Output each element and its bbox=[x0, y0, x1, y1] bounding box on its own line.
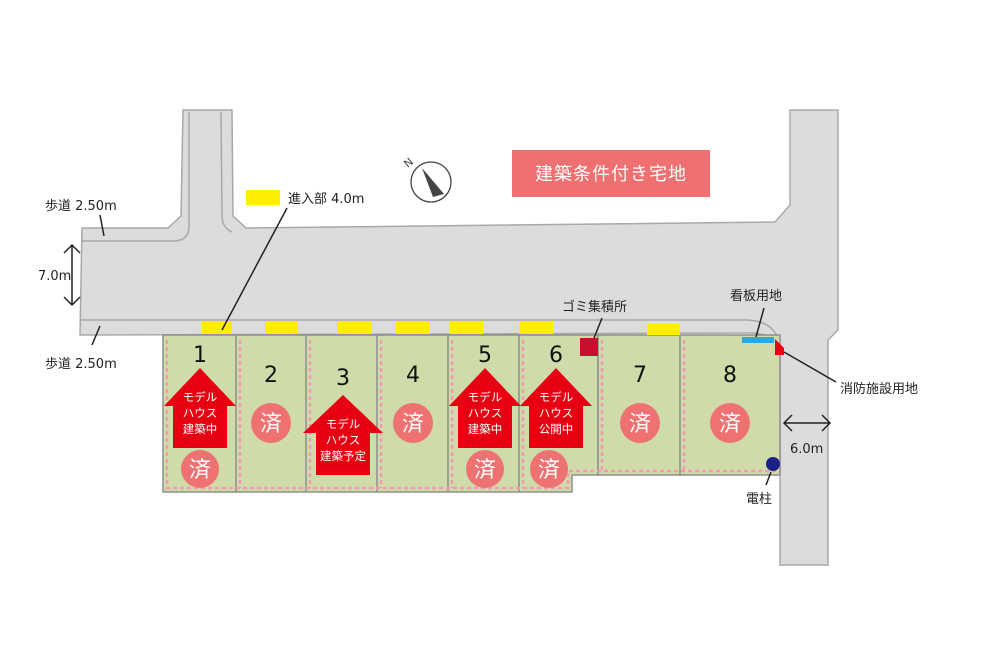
lot-7[interactable]: 7済 bbox=[620, 363, 660, 443]
lot-number: 2 bbox=[264, 363, 278, 388]
entrances bbox=[202, 321, 680, 335]
model-house-text: 建築中 bbox=[183, 422, 218, 436]
lot-number: 6 bbox=[549, 343, 563, 368]
sidewalk-line bbox=[82, 111, 233, 242]
banner bbox=[512, 150, 710, 197]
sold-badge: 済 bbox=[393, 403, 433, 443]
sold-label: 済 bbox=[719, 412, 741, 437]
sold-label: 済 bbox=[189, 458, 211, 483]
sold-badge: 済 bbox=[710, 403, 750, 443]
model-house-text: モデル bbox=[468, 390, 503, 404]
model-house-text: 公開中 bbox=[539, 422, 574, 436]
setback-lines bbox=[165, 340, 776, 490]
sidewalk-top-label: 歩道 2.50m bbox=[45, 199, 117, 214]
sold-label: 済 bbox=[474, 458, 496, 483]
model-house-text: ハウス bbox=[183, 406, 218, 420]
lot-number: 7 bbox=[633, 363, 647, 388]
legend-entrance-label: 進入部 4.0m bbox=[288, 192, 364, 207]
garbage-area bbox=[580, 338, 598, 356]
sold-badge: 済 bbox=[251, 403, 291, 443]
banner-text: 建築条件付き宅地 bbox=[535, 164, 687, 185]
lot-4[interactable]: 4済 bbox=[393, 363, 433, 443]
signboard-area bbox=[742, 337, 774, 343]
lot-number: 5 bbox=[478, 343, 492, 368]
sidewalk-bottom-label: 歩道 2.50m bbox=[45, 357, 117, 372]
model-house-text: モデル bbox=[539, 390, 574, 404]
sold-label: 済 bbox=[629, 412, 651, 437]
sold-badge: 済 bbox=[181, 450, 219, 488]
fire-facility-label: 消防施設用地 bbox=[840, 381, 918, 397]
lot-number: 4 bbox=[406, 363, 420, 388]
sold-label: 済 bbox=[538, 458, 560, 483]
sold-badge: 済 bbox=[466, 450, 504, 488]
legend-entrance-swatch bbox=[246, 190, 280, 205]
model-house-text: 建築中 bbox=[468, 422, 503, 436]
sold-label: 済 bbox=[402, 412, 424, 437]
lot-8[interactable]: 8済 bbox=[710, 363, 750, 443]
model-house-text: ハウス bbox=[468, 406, 503, 420]
compass-north-icon: N bbox=[401, 155, 452, 203]
lot-number: 1 bbox=[193, 343, 207, 368]
road-width-label: 7.0m bbox=[38, 269, 71, 284]
sold-label: 済 bbox=[260, 412, 282, 437]
model-house-text: モデル bbox=[326, 417, 361, 431]
lot-number: 8 bbox=[723, 363, 737, 388]
utility-pole-icon bbox=[766, 457, 780, 471]
model-house-text: ハウス bbox=[539, 406, 574, 420]
model-house-text: モデル bbox=[183, 390, 218, 404]
svg-text:N: N bbox=[401, 155, 416, 170]
fire-facility-area bbox=[775, 339, 784, 355]
lot-2[interactable]: 2済 bbox=[251, 363, 291, 443]
garbage-label: ゴミ集積所 bbox=[562, 299, 627, 315]
utility-pole-label: 電柱 bbox=[746, 492, 772, 507]
signboard-label: 看板用地 bbox=[730, 288, 782, 304]
sold-badge: 済 bbox=[620, 403, 660, 443]
lot-number: 3 bbox=[336, 366, 350, 391]
model-house-text: ハウス bbox=[326, 433, 361, 447]
model-house-text: 建築予定 bbox=[320, 449, 366, 463]
side-road-width-label: 6.0m bbox=[790, 442, 823, 457]
sold-badge: 済 bbox=[530, 450, 568, 488]
